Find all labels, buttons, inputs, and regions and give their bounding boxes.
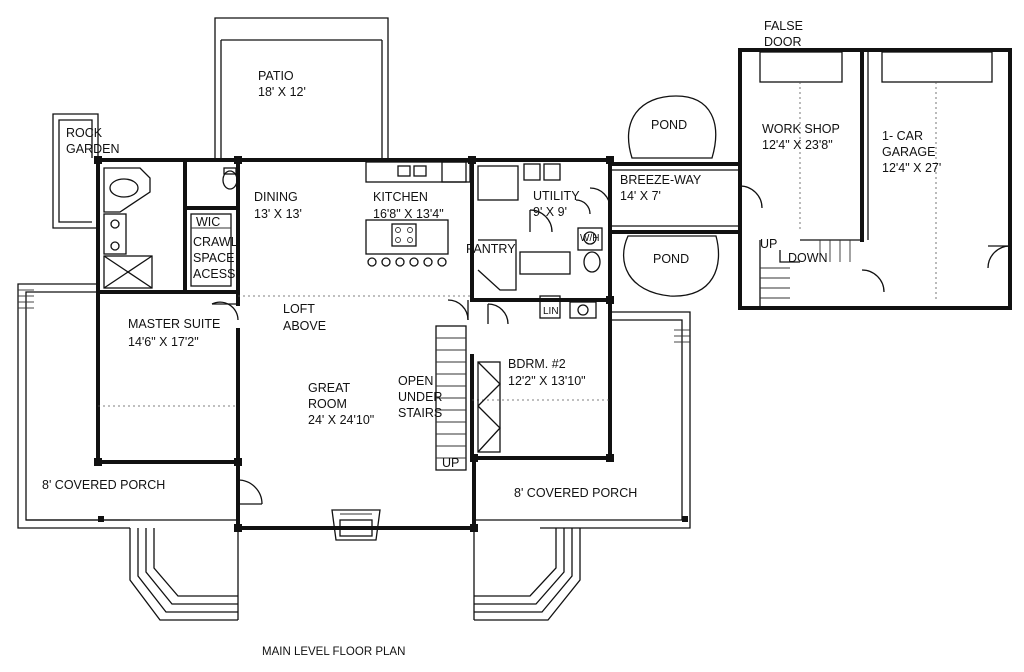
open-under-stairs-label-1: OPEN: [398, 374, 433, 388]
garage-size: 12'4" X 27': [882, 161, 941, 175]
open-under-stairs-label-2: UNDER: [398, 390, 442, 404]
workshop-label: WORK SHOP: [762, 122, 840, 136]
master-suite-label: MASTER SUITE: [128, 317, 220, 331]
pond-bottom-label: POND: [653, 252, 689, 266]
kitchen-label: KITCHEN: [373, 190, 428, 204]
left-covered-porch: [17, 283, 238, 529]
loft-label-2: ABOVE: [283, 319, 326, 333]
breezeway: [589, 162, 742, 234]
stairs: [435, 325, 467, 471]
great-room-label-2: ROOM: [308, 397, 347, 411]
breezeway-label: BREEZE-WAY: [620, 173, 702, 187]
rock-garden-label-2: GARDEN: [66, 142, 119, 156]
wic-crawl: [190, 213, 239, 321]
breezeway-size: 14' X 7': [620, 189, 661, 203]
water-heater-marker: W/H: [580, 233, 599, 244]
workshop-size: 12'4" X 23'8": [762, 138, 833, 152]
crawl-space-label-2: SPACE: [193, 251, 234, 265]
utility-label: UTILITY: [533, 189, 580, 203]
patio: [214, 17, 389, 158]
garage-label-2: GARAGE: [882, 145, 936, 159]
loft-label-1: LOFT: [283, 302, 315, 316]
rock-garden-label-1: ROCK: [66, 126, 103, 140]
rock-garden: [52, 113, 99, 229]
patio-label: PATIO: [258, 69, 294, 83]
false-door-label-2: DOOR: [764, 35, 802, 49]
kitchen-fixtures: [365, 161, 471, 267]
garage-up-marker: UP: [760, 237, 777, 251]
garage-label-1: 1- CAR: [882, 129, 923, 143]
right-covered-porch: [474, 311, 691, 529]
left-porch-label: 8' COVERED PORCH: [42, 478, 165, 492]
master-bath-fixtures: [103, 167, 238, 289]
false-door-label-1: FALSE: [764, 19, 803, 33]
open-under-stairs-label-3: STAIRS: [398, 406, 442, 420]
great-room-size: 24' X 24'10": [308, 413, 374, 427]
plan-title: MAIN LEVEL FLOOR PLAN: [262, 646, 405, 658]
master-suite-size: 14'6" X 17'2": [128, 335, 199, 349]
crawl-space-label-3: ACESS: [193, 267, 235, 281]
garage-down-marker: DOWN: [788, 251, 828, 265]
dining-size: 13' X 13': [254, 207, 302, 221]
posts: [94, 156, 688, 532]
bedroom2-label: BDRM. #2: [508, 357, 566, 371]
bedroom-closet: [477, 303, 509, 453]
front-steps-left: [129, 528, 239, 621]
pond-top-label: POND: [651, 118, 687, 132]
dotted-lines: [98, 295, 610, 407]
front-steps-right: [473, 528, 581, 621]
stairs-up-marker: UP: [442, 456, 459, 470]
front-door: [237, 479, 263, 505]
pantry-label: PANTRY: [466, 242, 516, 256]
pond-bottom: [623, 235, 720, 297]
dining-label: DINING: [254, 190, 298, 204]
right-porch-label: 8' COVERED PORCH: [514, 486, 637, 500]
utility-size: 9' X 9': [533, 205, 567, 219]
great-room-label-1: GREAT: [308, 381, 350, 395]
labels: PATIO 18' X 12' ROCK GARDEN DINING 13' X…: [42, 19, 941, 658]
bedroom2-size: 12'2" X 13'10": [508, 374, 586, 388]
utility-fixtures: [447, 163, 603, 321]
pond-top: [627, 95, 717, 159]
crawl-space-label-1: CRAWL: [193, 235, 238, 249]
patio-size: 18' X 12': [258, 85, 306, 99]
wic-label: WIC: [196, 215, 220, 229]
kitchen-size: 16'8" X 13'4": [373, 207, 444, 221]
linen-marker: LIN: [543, 306, 559, 317]
garage-building: [738, 48, 1012, 310]
fireplace: [331, 509, 381, 541]
